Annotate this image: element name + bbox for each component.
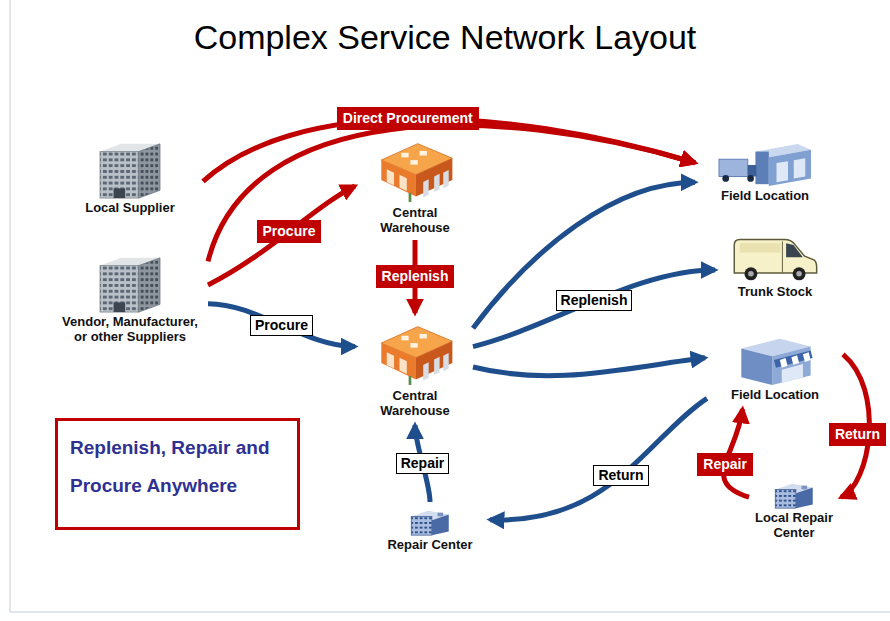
flow-arrow [490,398,707,520]
office-building-icon [96,140,164,200]
flow-arrow [208,186,355,285]
flow-label: Replenish [376,265,455,288]
node-label: Repair Center [377,537,483,552]
warehouse-icon [374,137,456,205]
field-depot-icon [715,142,815,188]
node-label: Field Location [712,387,838,402]
flow-label: Return [593,465,648,486]
frame-line [10,612,890,613]
node-label: Central Warehouse [362,205,468,235]
flow-arrow [473,270,715,347]
node-label: Central Warehouse [362,388,468,418]
flow-label: Direct Procurement [337,107,479,130]
note-box: Replenish, Repair and Procure Anywhere [55,418,300,530]
diagram-title: Complex Service Network Layout [0,18,890,57]
office-building-icon [96,254,164,314]
field-location-node: Field Location [710,333,840,404]
supplier-building: Local Supplier [60,138,200,217]
repair-building-icon [409,507,451,537]
field-location-node: Field Location [700,140,830,205]
flow-label: Replenish [556,290,633,311]
field-store-icon [735,335,815,387]
flow-label: Return [829,423,886,446]
node-label: Vendor, Manufacturer, or other Suppliers [57,314,203,344]
flow-arrow [208,304,355,347]
warehouse-node: Central Warehouse [360,318,470,420]
node-label: Field Location [702,188,828,203]
van-icon [729,234,821,284]
warehouse-node: Central Warehouse [360,135,470,237]
warehouse-icon [374,320,456,388]
trunk-stock-node: Trunk Stock [720,232,830,301]
flow-arrow [473,358,705,376]
flow-label: Procure [250,315,313,336]
supplier-building: Vendor, Manufacturer, or other Suppliers [55,252,205,346]
flow-label: Repair [697,453,753,476]
flow-label: Repair [396,453,450,474]
repair-building-icon [773,480,815,510]
note-text: Replenish, Repair and Procure Anywhere [70,429,285,505]
node-label: Local Supplier [62,200,198,215]
local-repair-node: Local Repair Center [752,478,836,542]
frame-line [10,0,11,612]
flow-arrow [208,125,695,261]
node-label: Local Repair Center [754,510,834,540]
flow-arrow [473,182,695,328]
node-label: Trunk Stock [722,284,828,299]
flow-label: Procure [257,220,322,243]
repair-center-node: Repair Center [375,505,485,554]
